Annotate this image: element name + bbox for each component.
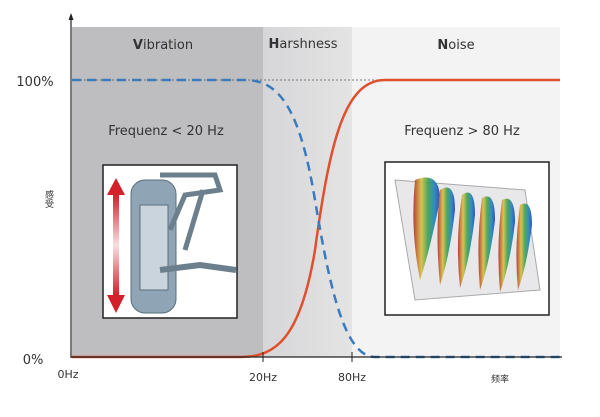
x-tick-80hz-label: 80Hz	[338, 371, 366, 384]
vibration-frequency-note: Frequenz < 20 Hz	[108, 124, 224, 139]
acoustic-simulation-illustration	[384, 161, 550, 316]
noise-title: Noise	[437, 38, 474, 53]
y-axis-arrow-icon	[68, 13, 74, 20]
noise-frequency-note: Frequenz > 80 Hz	[404, 124, 520, 139]
vertical-arrow-icon	[107, 178, 125, 313]
x-axis-label: 频率	[491, 373, 509, 385]
noise-perception-curve	[72, 78, 560, 359]
x-tick-0hz: 0Hz	[57, 368, 78, 381]
y-axis-label: 感受	[43, 189, 54, 209]
y-tick-100: 100%	[16, 75, 53, 90]
y-tick-0: 0%	[23, 353, 44, 368]
suspension-illustration	[102, 164, 238, 319]
harshness-region	[263, 27, 352, 357]
vibration-perception-curve	[72, 78, 560, 359]
vibration-title: Vibration	[133, 38, 193, 53]
harshness-title: Harshness	[269, 37, 338, 52]
x-tick-20hz-label: 20Hz	[249, 371, 277, 384]
